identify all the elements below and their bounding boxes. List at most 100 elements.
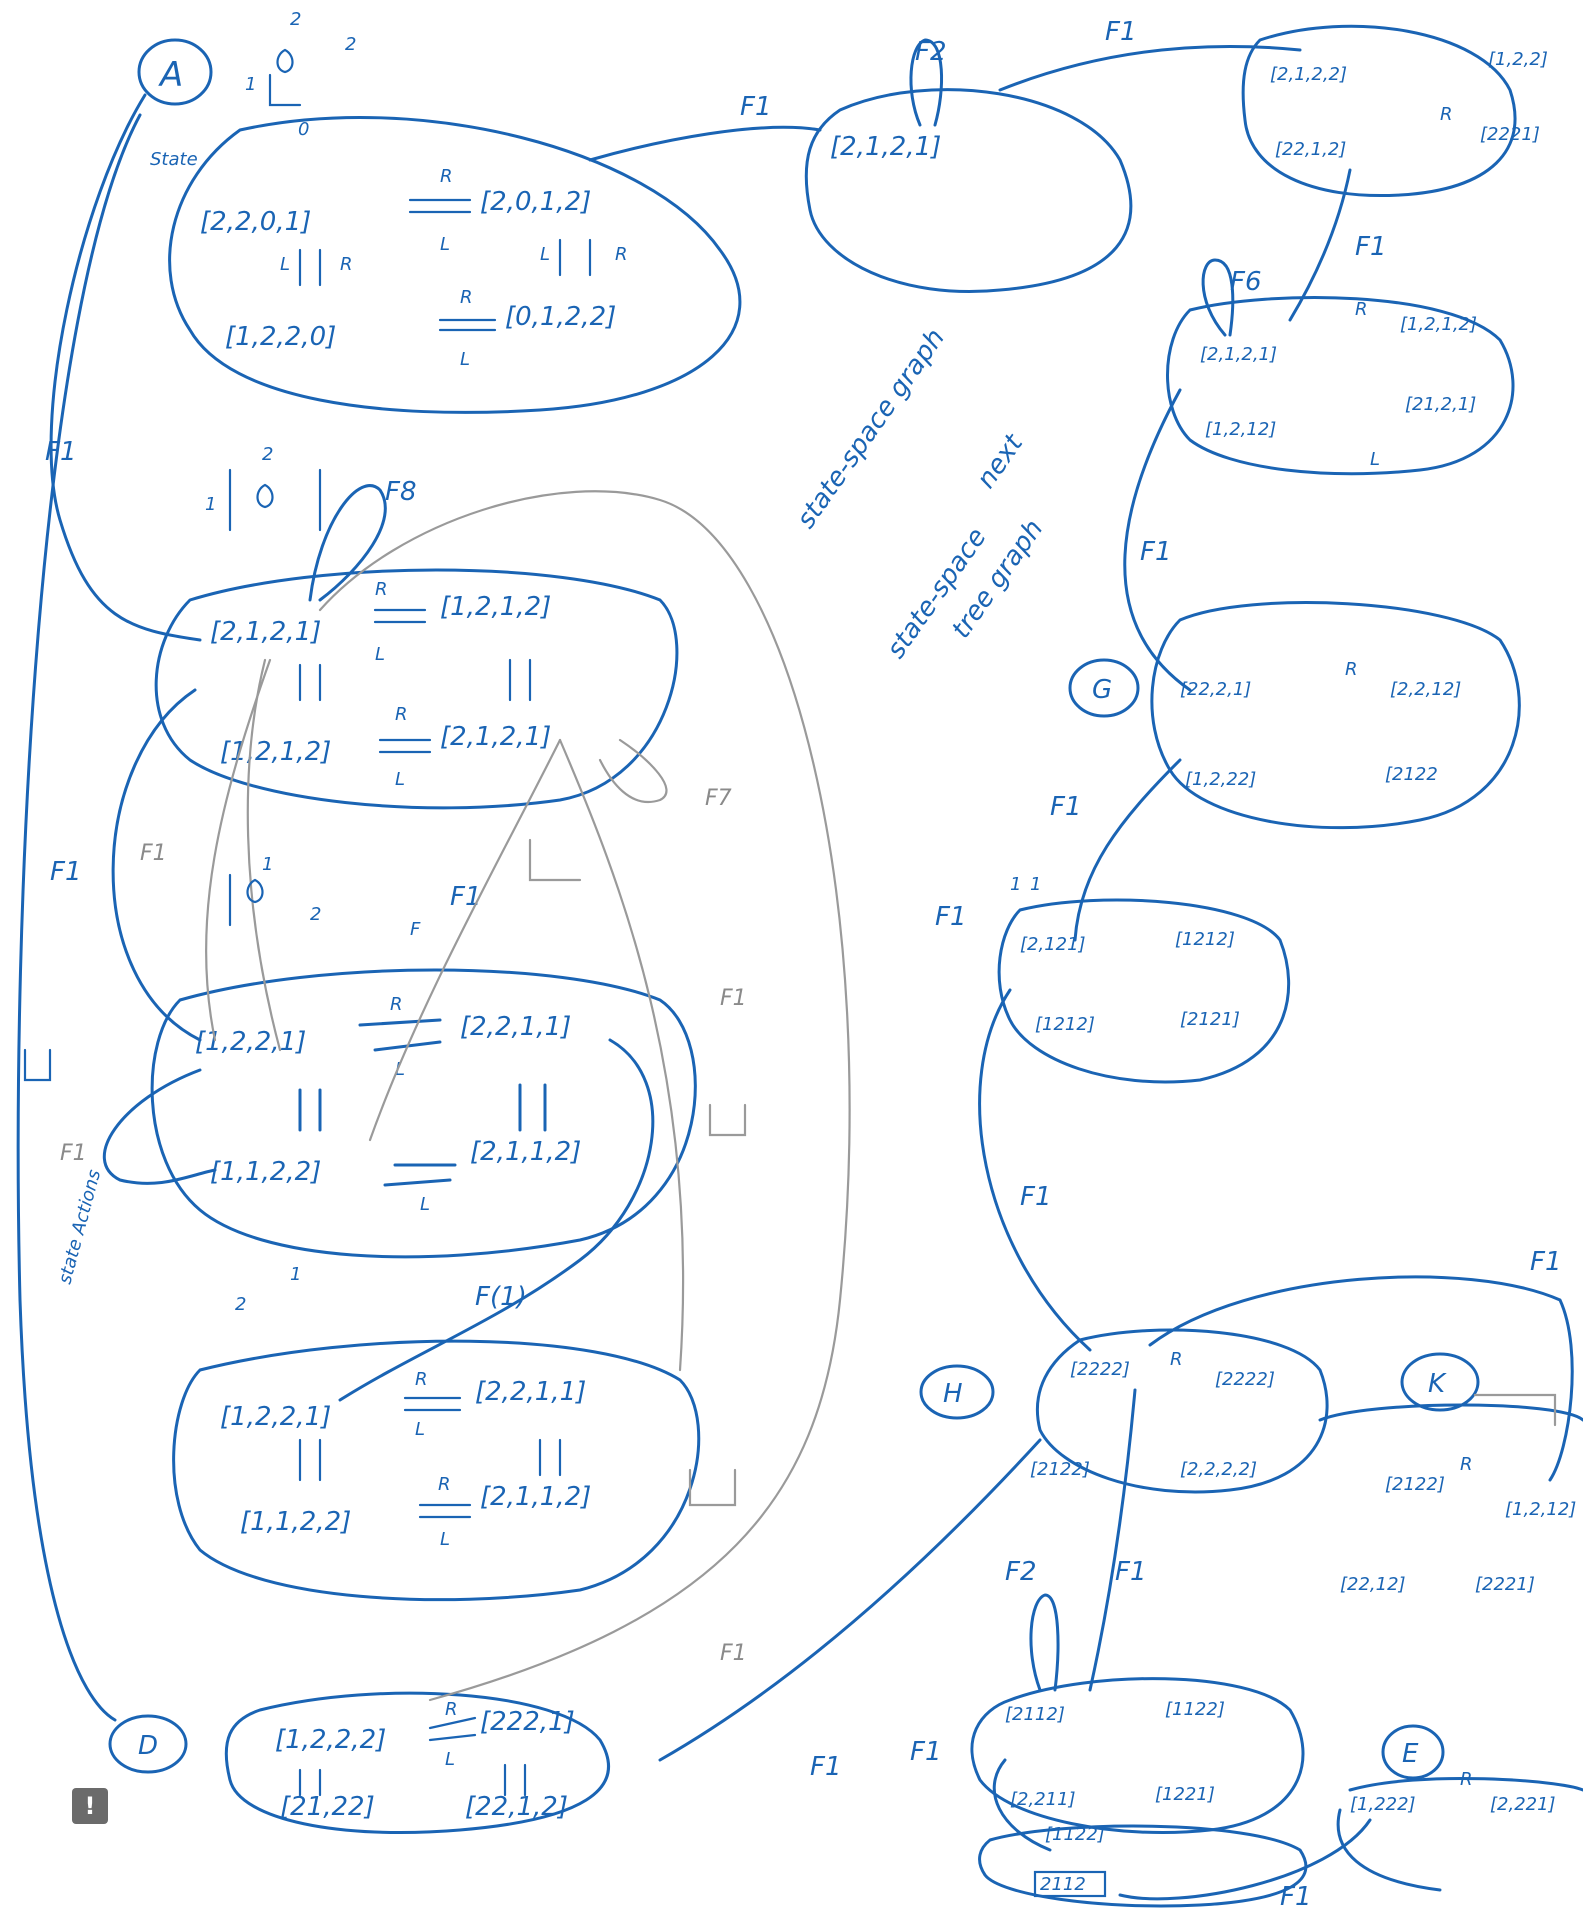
f6-loop — [1201, 258, 1235, 337]
A-l4: L — [540, 244, 550, 265]
group-B-loop — [154, 568, 679, 810]
A-br: [0,1,2,2] — [505, 302, 616, 332]
D-br: [22,1,2] — [465, 1792, 568, 1822]
H-br: [2,2,2,2] — [1180, 1459, 1257, 1480]
circle-A — [137, 38, 213, 106]
num-a2: 2 — [345, 34, 356, 55]
group-P-loop — [978, 1824, 1308, 1908]
f1-bottom-mid: F1 — [810, 1752, 842, 1782]
M-tl: [2,121] — [1020, 934, 1086, 955]
f1-left-2: F1 — [50, 857, 82, 887]
circle-G-label: G — [1092, 675, 1112, 705]
G-br: [2122 — [1385, 764, 1438, 785]
f1-top-a: F1 — [740, 92, 772, 122]
note-state-space-graph: state-space graph — [791, 324, 951, 534]
feedback-icon[interactable]: ! — [72, 1788, 108, 1824]
num-a1: 2 — [290, 9, 301, 30]
A-r1: R — [440, 166, 453, 187]
arrow-A-to-D — [16, 113, 142, 1722]
f1-gray-a: F1 — [140, 841, 167, 866]
K-bl: [22,12] — [1340, 1574, 1406, 1595]
sketch-icon-e — [528, 838, 1557, 1507]
arrow-G-to-M — [1073, 758, 1182, 942]
circle-E — [1381, 1724, 1445, 1780]
num-c1: 1 — [262, 854, 273, 875]
f1-E: F1 — [1280, 1882, 1312, 1912]
B-tr: [1,2,1,2] — [440, 592, 551, 622]
pencil-f7-loop — [598, 738, 668, 803]
B-r2: R — [395, 704, 408, 725]
T1-state: [2,1,2,1] — [830, 132, 941, 162]
f7-label: F7 — [705, 786, 732, 811]
circle-G — [1068, 658, 1140, 718]
D-r: R — [445, 1699, 458, 1720]
f1-M-loop: F1 — [935, 902, 967, 932]
arrow-T1-to-T2 — [998, 44, 1302, 92]
f1-paren: F(1) — [475, 1282, 527, 1312]
f8-label: F8 — [385, 477, 417, 507]
A-r4: R — [615, 244, 628, 265]
circle-D — [108, 1714, 188, 1774]
num-b2: 2 — [262, 444, 273, 465]
f1-gray-d: F1 — [60, 1141, 87, 1166]
group-E-loop — [1336, 1776, 1583, 1892]
circle-H-label: H — [943, 1379, 963, 1409]
H-tr: [2222] — [1215, 1369, 1275, 1390]
num-a3: 1 — [245, 74, 256, 95]
C-l2: L — [420, 1194, 430, 1215]
E-r: R — [1460, 1769, 1473, 1790]
num-d1: 1 — [290, 1264, 301, 1285]
sketch-icon-b — [228, 468, 322, 532]
B-l1: L — [375, 644, 385, 665]
C-bl: [1,1,2,2] — [210, 1157, 321, 1187]
D-tl: [1,2,2,2] — [275, 1725, 386, 1755]
group-H-loop — [1035, 1328, 1329, 1494]
note-next: next — [971, 429, 1029, 494]
N-br: [1221] — [1155, 1784, 1215, 1805]
B-bl: [1,2,1,2] — [220, 737, 331, 767]
A-l2: L — [460, 349, 470, 370]
B-r1: R — [375, 579, 388, 600]
C-tr: [2,2,1,1] — [460, 1012, 571, 1042]
arrow-E-loop — [1118, 1818, 1372, 1901]
f1-gray-c: F1 — [720, 1641, 747, 1666]
f1-N-left: F1 — [910, 1737, 942, 1767]
f2-loop-b — [1029, 1593, 1060, 1692]
pencil-B-cross — [558, 738, 685, 1372]
T2-tl: [2,1,2,2] — [1270, 64, 1347, 85]
num-a4: 0 — [298, 119, 309, 140]
arrow-T3-to-G — [1123, 388, 1192, 692]
T2-tr: [1,2,2] — [1488, 49, 1548, 70]
Cb-r2: R — [438, 1474, 451, 1495]
Cb-bl: [1,1,2,2] — [240, 1507, 351, 1537]
arrow-T2-to-T3 — [1288, 168, 1352, 322]
T2-br: [2221] — [1480, 124, 1540, 145]
f2-label-b: F2 — [1005, 1557, 1037, 1587]
f8-loop — [308, 484, 387, 602]
Cb-r1: R — [415, 1369, 428, 1390]
K-br: [2221] — [1475, 1574, 1535, 1595]
circle-H — [919, 1364, 995, 1420]
group-T3-loop — [1166, 296, 1515, 476]
G-tr: [2,2,12] — [1390, 679, 1461, 700]
arrow-C-to-Cb — [338, 1038, 655, 1402]
B-arrows — [298, 608, 532, 754]
T3-tl: [2,1,2,1] — [1200, 344, 1277, 365]
sketch-icon-a — [268, 48, 302, 107]
arrow-H-to-D — [658, 1438, 1042, 1762]
E-right: [2,221] — [1490, 1794, 1556, 1815]
Cb-tl: [1,2,2,1] — [220, 1402, 331, 1432]
f1-mid: F1 — [1355, 232, 1387, 262]
group-T1-loop — [804, 88, 1133, 293]
group-Cb-loop — [172, 1339, 701, 1602]
group-N-loop — [970, 1677, 1305, 1835]
C-br: [2,1,1,2] — [470, 1137, 581, 1167]
group-G-loop — [1150, 601, 1521, 830]
M-tr: [1212] — [1175, 929, 1235, 950]
num-m1: 1 — [1010, 874, 1021, 895]
f1-G-out: F1 — [1050, 792, 1082, 822]
K-tr: [1,2,12] — [1505, 1499, 1576, 1520]
C-l1: L — [395, 1059, 405, 1080]
f6-label: F6 — [1230, 267, 1262, 297]
circle-A-label: A — [158, 55, 183, 95]
